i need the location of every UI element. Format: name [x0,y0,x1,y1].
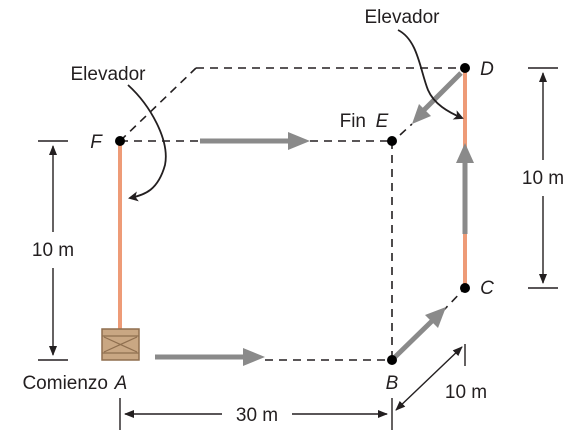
depth-label: 10 m [445,382,487,403]
dimension-left-height: 10 m [32,140,74,361]
movement-arrows [155,71,474,366]
dimension-width: 30 m [119,398,393,430]
width-label: 30 m [236,405,278,426]
wooden-crate-icon [101,328,140,361]
start-label: Comienzo [22,373,108,394]
point-e-dot [387,136,397,146]
point-b-dot [387,355,397,365]
point-d-dot [460,63,470,73]
left-height-label: 10 m [32,240,74,261]
edge-b-c [441,287,466,313]
edge-f-top-back [119,67,197,142]
elevator-left-label: Elevador [71,64,147,85]
arrow-d-to-e [412,71,463,124]
arrow-f-to-e [200,132,310,150]
point-e-label: E [376,111,389,132]
arrow-c-to-d [456,143,474,234]
elevator-right-label: Elevador [365,7,441,28]
point-f-label: F [90,132,103,153]
arrow-b-to-c [392,307,446,360]
elevator-left-callout [127,84,167,202]
elevator-right-callout [397,29,464,120]
dimension-right-height: 10 m [522,67,564,289]
right-height-label: 10 m [522,168,564,189]
points [115,63,470,365]
point-d-label: D [480,59,494,80]
edge-d-e [399,123,413,136]
dashed-edges [119,67,466,361]
arrow-a-to-b [155,348,265,366]
point-c-dot [460,283,470,293]
point-a-label: A [114,373,128,394]
end-label: Fin [340,111,366,132]
dimension-depth: 10 m [395,344,487,411]
point-f-dot [115,136,125,146]
point-c-label: C [480,278,494,299]
point-b-label: B [386,373,399,394]
